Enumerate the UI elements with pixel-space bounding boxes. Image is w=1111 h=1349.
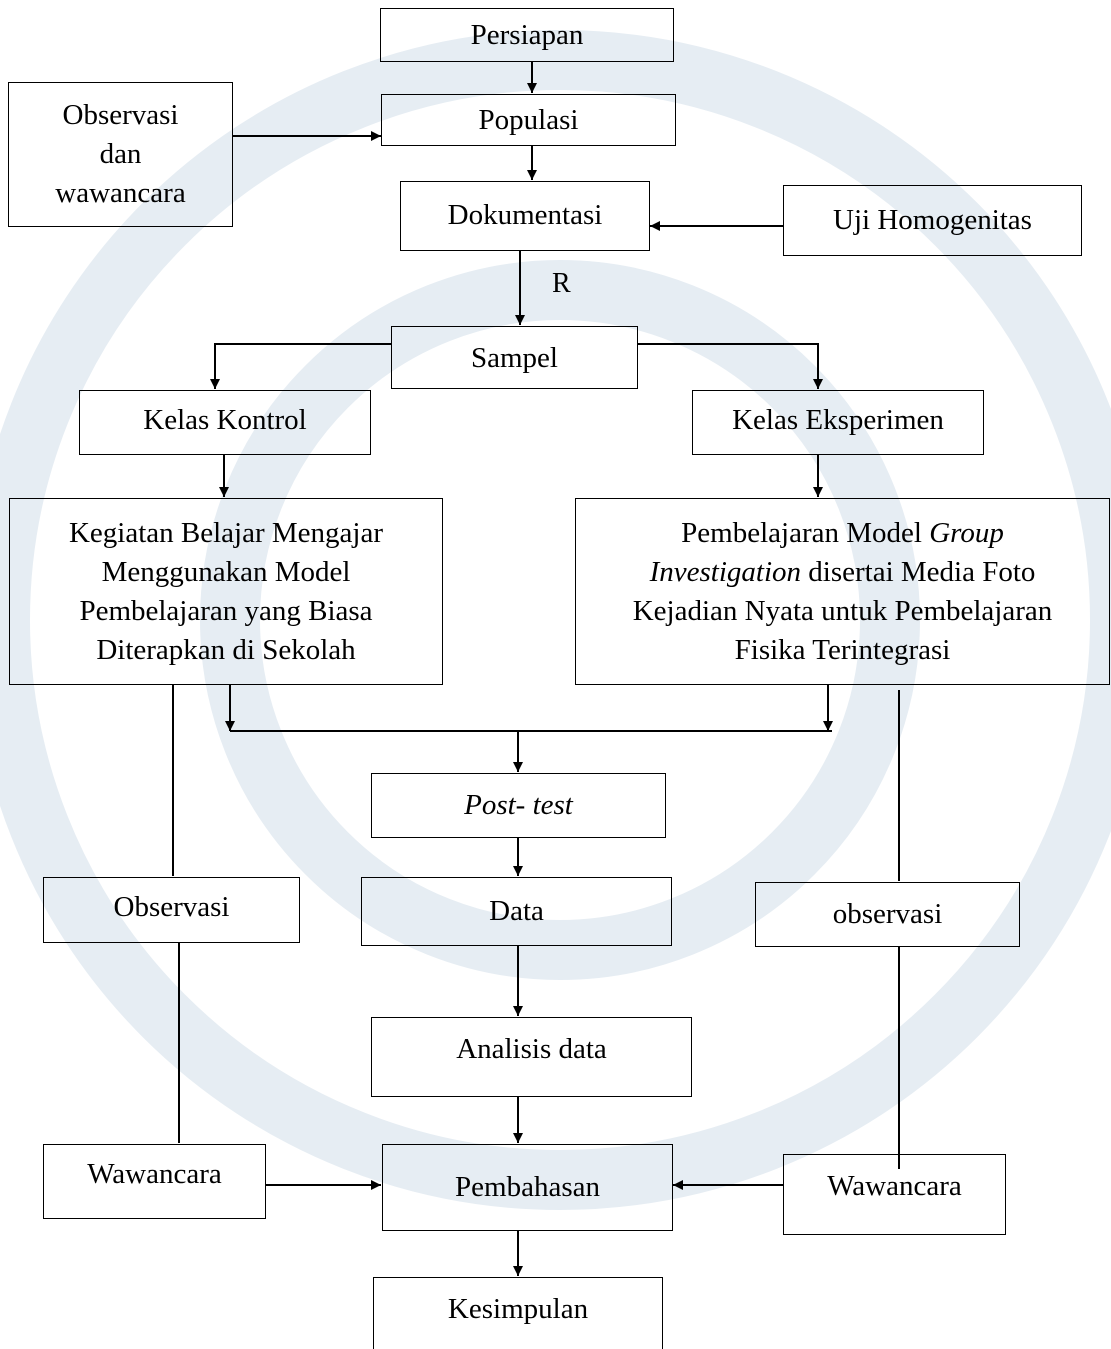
sampel-box: Sampel — [391, 326, 638, 389]
kbm-line4: Diterapkan di Sekolah — [96, 633, 356, 666]
wawancara-left-box: Wawancara — [43, 1144, 266, 1219]
post-test-label: Post- test — [464, 789, 573, 821]
gi-line3: Kejadian Nyata untuk Pembelajaran — [632, 594, 1053, 627]
kelas-eksperimen-label: Kelas Eksperimen — [732, 404, 944, 436]
dokumentasi-label: Dokumentasi — [447, 199, 603, 231]
observasi-right-label: observasi — [832, 898, 943, 930]
observasi-wawancara-line3: wawancara — [55, 177, 186, 209]
dokumentasi-box: Dokumentasi — [400, 181, 650, 251]
r-label: R — [552, 268, 571, 299]
kelas-kontrol-box: Kelas Kontrol — [79, 390, 371, 455]
sampel-label: Sampel — [471, 342, 558, 374]
uji-homogenitas-box: Uji Homogenitas — [783, 185, 1082, 256]
post-test-box: Post- test — [371, 773, 666, 838]
data-label: Data — [489, 895, 544, 927]
analisis-data-box: Analisis data — [371, 1017, 692, 1097]
kbm-box: Kegiatan Belajar Mengajar Menggunakan Mo… — [9, 498, 443, 685]
uji-homogenitas-label: Uji Homogenitas — [833, 204, 1032, 236]
kesimpulan-label: Kesimpulan — [447, 1293, 589, 1325]
kelas-eksperimen-box: Kelas Eksperimen — [692, 390, 984, 455]
arrow-sampel-kontrol — [210, 343, 391, 389]
populasi-label: Populasi — [478, 103, 579, 136]
kesimpulan-box: Kesimpulan — [373, 1277, 663, 1349]
observasi-wawancara-line1: Observasi — [62, 99, 179, 131]
analisis-data-label: Analisis data — [456, 1033, 607, 1065]
gi-line1-plain: Pembelajaran Model — [681, 516, 930, 549]
observasi-wawancara-line2: dan — [99, 138, 142, 170]
gi-line2-italic: Investigation — [649, 555, 802, 588]
populasi-box: Populasi — [381, 94, 676, 146]
group-investigation-box: Pembelajaran Model Group Investigation d… — [575, 498, 1110, 685]
gi-line2: Investigation disertai Media Foto — [650, 553, 1036, 592]
persiapan-box: Persiapan — [380, 8, 674, 62]
observasi-left-label: Observasi — [113, 891, 230, 923]
pembahasan-box: Pembahasan — [382, 1144, 673, 1231]
kbm-line1: Kegiatan Belajar Mengajar — [68, 516, 383, 549]
data-box: Data — [361, 877, 672, 946]
kelas-kontrol-label: Kelas Kontrol — [143, 404, 307, 436]
kbm-line3: Pembelajaran yang Biasa — [79, 594, 373, 627]
wawancara-right-box: Wawancara — [783, 1154, 1006, 1235]
persiapan-label: Persiapan — [470, 18, 584, 51]
gi-line4: Fisika Terintegrasi — [734, 633, 951, 666]
gi-line2-plain: disertai Media Foto — [801, 555, 1036, 588]
wawancara-right-label: Wawancara — [827, 1170, 962, 1202]
observasi-left-box: Observasi — [43, 877, 300, 943]
pembahasan-label: Pembahasan — [455, 1171, 600, 1203]
wawancara-left-label: Wawancara — [87, 1158, 222, 1190]
kbm-line2: Menggunakan Model — [101, 555, 351, 588]
gi-line1: Pembelajaran Model Group — [681, 514, 1004, 553]
observasi-right-box: observasi — [755, 882, 1020, 947]
gi-line1-italic: Group — [929, 516, 1004, 549]
observasi-wawancara-box: Observasi dan wawancara — [8, 82, 233, 227]
arrow-sampel-eksperimen — [638, 343, 823, 389]
